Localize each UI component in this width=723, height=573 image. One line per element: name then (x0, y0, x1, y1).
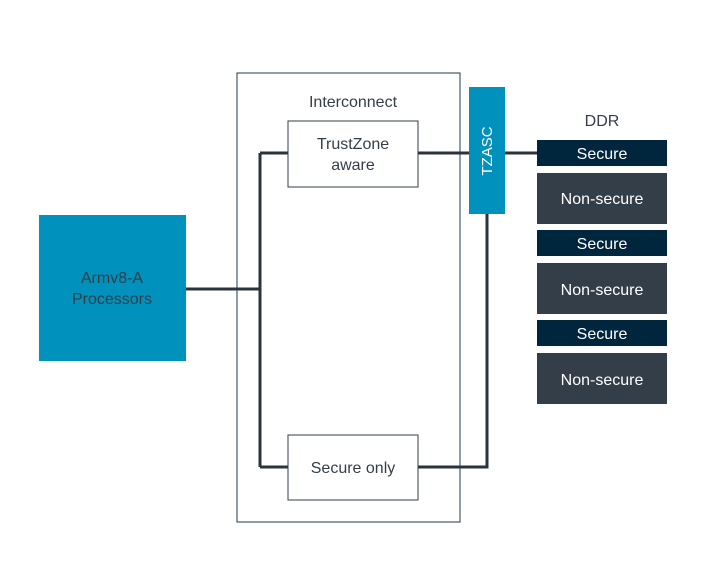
ddr-region-box (537, 320, 667, 346)
ddr-region-box (537, 173, 667, 224)
interconnect-title: Interconnect (309, 94, 398, 111)
ddr-region-label: Non-secure (561, 191, 644, 208)
trustzone-aware-label-line1: TrustZone (317, 136, 389, 153)
ddr-region-box (537, 263, 667, 314)
processor-block (39, 215, 186, 361)
ddr-region-label: Secure (577, 146, 628, 163)
ddr-region-label: Secure (577, 326, 628, 343)
ddr-region-label: Secure (577, 236, 628, 253)
wire-secure-only-to-tzasc (418, 214, 489, 469)
ddr-region-5: Non-secure (537, 353, 667, 404)
interconnect-box (236, 72, 461, 523)
ddr-region-box (537, 353, 667, 404)
ddr-region-label: Non-secure (561, 372, 644, 389)
ddr-region-box (537, 140, 667, 166)
processor-label-line1: Armv8-A (81, 270, 144, 287)
ddr-region-3: Non-secure (537, 263, 667, 314)
trustzone-aware-box (287, 120, 419, 188)
secure-only-box (287, 434, 419, 501)
ddr-region-4: Secure (537, 320, 667, 346)
secure-only-label: Secure only (311, 460, 396, 477)
trustzone-aware-label-line2: aware (331, 157, 375, 174)
ddr-region-box (537, 230, 667, 256)
ddr-region-0: Secure (537, 140, 667, 166)
ddr-region-1: Non-secure (537, 173, 667, 224)
ddr-title: DDR (585, 113, 620, 130)
ddr-region-label: Non-secure (561, 282, 644, 299)
ddr-region-2: Secure (537, 230, 667, 256)
tzasc-label: TZASC (479, 126, 496, 175)
tzasc-block (469, 87, 505, 214)
processor-label-line2: Processors (72, 291, 152, 308)
wires (186, 151, 537, 469)
